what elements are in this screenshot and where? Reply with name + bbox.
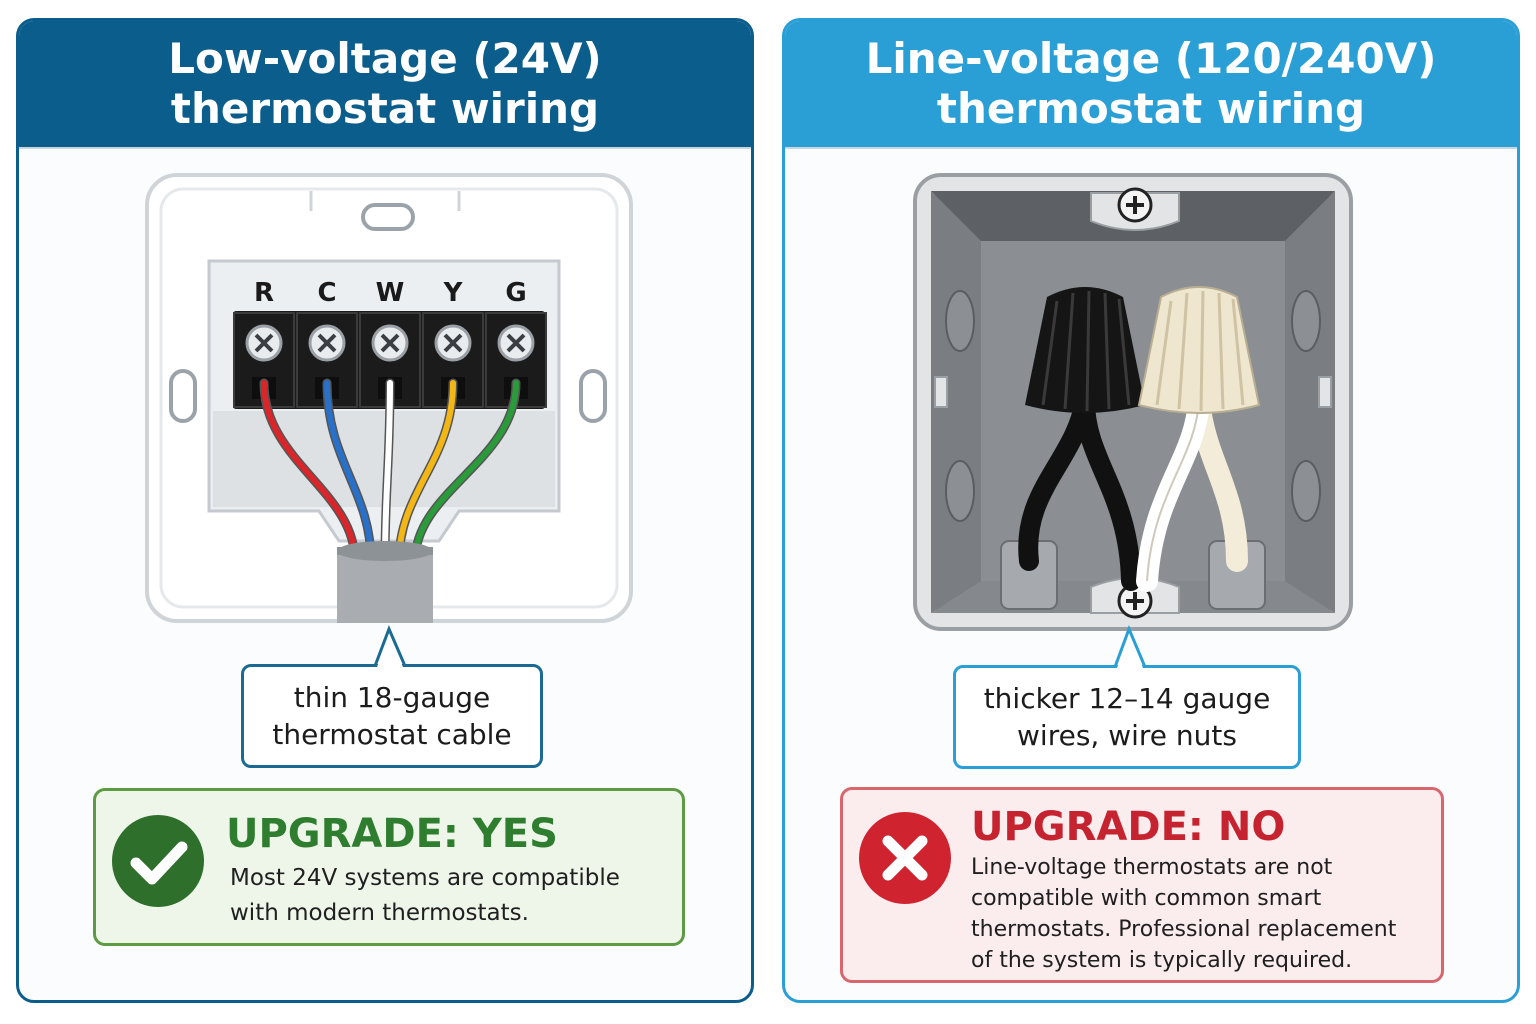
terminal-label-y: Y [443, 278, 464, 308]
top-screw-icon [1117, 187, 1153, 223]
terminal-label-c: C [317, 278, 336, 308]
upgrade-no-box: UPGRADE: NO Line-voltage thermostats are… [840, 787, 1444, 983]
low-voltage-wallplate-illustration: R C W Y G [145, 173, 633, 667]
wire-r [261, 380, 358, 564]
thin-cable-callout: thin 18-gauge thermostat cable [241, 664, 543, 768]
callout-line1: thin 18-gauge [293, 681, 491, 714]
terminal-label-w: W [376, 278, 405, 308]
line-voltage-junction-box-illustration [913, 173, 1353, 668]
upgrade-no-body-line3: thermostats. Professional replacement [971, 917, 1397, 942]
upgrade-yes-body-line2: with modern thermostats. [230, 900, 529, 926]
header-divider [785, 147, 1517, 149]
top-mount-slot [361, 203, 415, 231]
x-circle-icon [859, 812, 951, 904]
right-mount-slot [579, 369, 607, 423]
line-voltage-title-line1: Line-voltage (120/240V) [865, 34, 1437, 83]
upgrade-no-body-line4: of the system is typically required. [971, 948, 1353, 973]
low-voltage-title-line1: Low-voltage (24V) [168, 34, 602, 83]
knockout [945, 290, 975, 352]
knockout [945, 460, 975, 522]
upgrade-yes-box: UPGRADE: YES Most 24V systems are compat… [93, 788, 685, 946]
upgrade-no-body-line1: Line-voltage thermostats are not [971, 855, 1333, 880]
knockout [1291, 460, 1321, 522]
upgrade-no-title: UPGRADE: NO [971, 804, 1286, 850]
wire-c [324, 380, 374, 564]
black-wire-nut [1025, 287, 1145, 413]
upgrade-yes-title: UPGRADE: YES [226, 811, 558, 857]
wire-y [396, 380, 456, 564]
terminal-labels: R C W Y G [254, 278, 527, 308]
line-voltage-title-line2: thermostat wiring [936, 84, 1366, 133]
callout-line2: thermostat cable [272, 718, 512, 751]
wire-g [412, 380, 519, 564]
left-mount-slot [169, 369, 197, 423]
upgrade-yes-body-line1: Most 24V systems are compatible [230, 865, 620, 891]
check-circle-icon [112, 815, 204, 907]
thermostat-wires [259, 378, 521, 566]
callout-line1: thicker 12–14 gauge [983, 682, 1271, 715]
upgrade-no-body-line2: compatible with common smart [971, 886, 1322, 911]
terminal-label-r: R [254, 278, 274, 308]
low-voltage-header: Low-voltage (24V) thermostat wiring [19, 21, 751, 147]
thick-wire-callout: thicker 12–14 gauge wires, wire nuts [953, 665, 1301, 769]
header-divider [19, 147, 751, 149]
line-voltage-panel: Line-voltage (120/240V) thermostat wirin… [782, 18, 1520, 1003]
upgrade-no-body: Line-voltage thermostats are not compati… [971, 852, 1431, 976]
white-wire-nut [1137, 286, 1261, 414]
upgrade-yes-body: Most 24V systems are compatible with mod… [230, 861, 680, 931]
low-voltage-title-line2: thermostat wiring [170, 84, 600, 133]
line-voltage-header: Line-voltage (120/240V) thermostat wirin… [785, 21, 1517, 147]
terminal-label-g: G [505, 278, 526, 308]
callout-line2: wires, wire nuts [1017, 719, 1237, 752]
wire-w [382, 380, 393, 564]
black-wire [1075, 391, 1141, 591]
knockout [1291, 290, 1321, 352]
low-voltage-panel: Low-voltage (24V) thermostat wiring R C … [16, 18, 754, 1003]
